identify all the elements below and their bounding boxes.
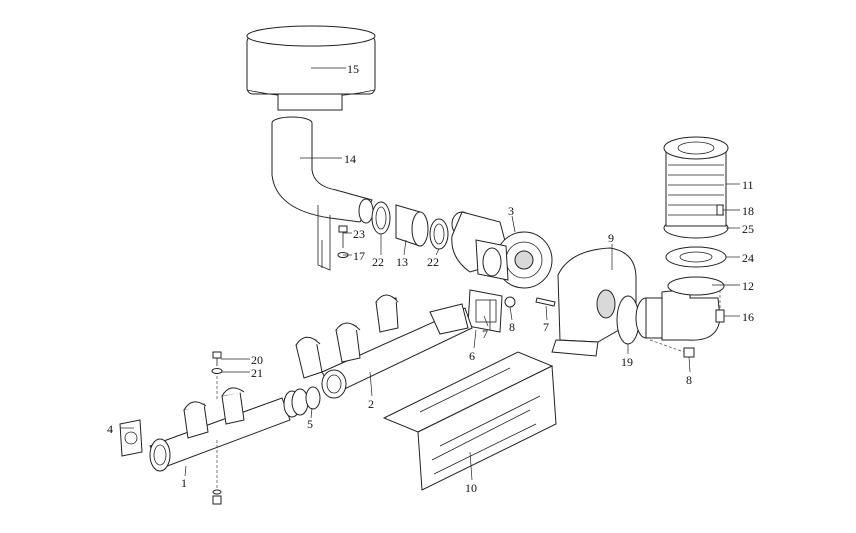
callout-8a: 8 [509,320,515,334]
callout-25: 25 [742,222,754,236]
callout-19: 19 [621,355,633,369]
exhaust-manifold-rear-part [295,294,473,399]
callout-17: 17 [353,249,365,263]
bolt-18 [716,204,724,216]
turbo-heat-shield-part [551,247,637,357]
flexible-bellows-11 [663,136,729,227]
callout-23: 23 [353,227,365,241]
exhaust-elbow-12 [661,276,725,341]
hose-clamp-22a [371,201,391,235]
exhaust-manifold-front-part [149,387,291,505]
callout-22b: 22 [427,255,439,269]
callout-3: 3 [508,204,514,218]
rubber-hose-13 [395,204,429,247]
callout-16: 16 [742,310,754,324]
stud-7b [535,297,556,307]
turbocharger-part [451,211,553,289]
adapter-19 [616,295,673,345]
turbo-flange-6 [467,289,503,333]
callout-7a: 7 [482,327,488,341]
hose-clamp-22b [429,218,449,250]
callout-20: 20 [251,353,263,367]
callout-22a: 22 [372,255,384,269]
callout-21: 21 [251,366,263,380]
callout-18: 18 [742,204,754,218]
callout-9: 9 [608,231,614,245]
callout-24: 24 [742,251,754,265]
nut-8b [649,339,695,358]
callout-labels: 15 14 23 17 22 13 22 3 7 6 8 7 9 19 8 11… [107,62,754,495]
callout-8b: 8 [686,373,692,387]
gasket-24 [665,246,727,268]
bolt-washer-23-17 [337,225,349,258]
leader-lines [120,67,740,481]
callout-2: 2 [368,397,374,411]
callout-13: 13 [396,255,408,269]
callout-15: 15 [347,62,359,76]
flange-gasket-4 [119,419,143,457]
intake-elbow-pipe-part [271,116,374,271]
callout-12: 12 [742,279,754,293]
callout-10: 10 [465,481,477,495]
bellows-coupling-5 [283,386,321,418]
nut-8a [504,296,516,308]
callout-4: 4 [107,422,113,436]
air-filter-part [246,25,376,111]
callout-1: 1 [181,476,187,490]
bolt-washer-20-21 [211,351,223,400]
callout-7b: 7 [543,320,549,334]
heat-shield-part [382,351,557,491]
callout-6: 6 [469,349,475,363]
callout-5: 5 [307,417,313,431]
callout-11: 11 [742,178,754,192]
callout-14: 14 [344,152,356,166]
